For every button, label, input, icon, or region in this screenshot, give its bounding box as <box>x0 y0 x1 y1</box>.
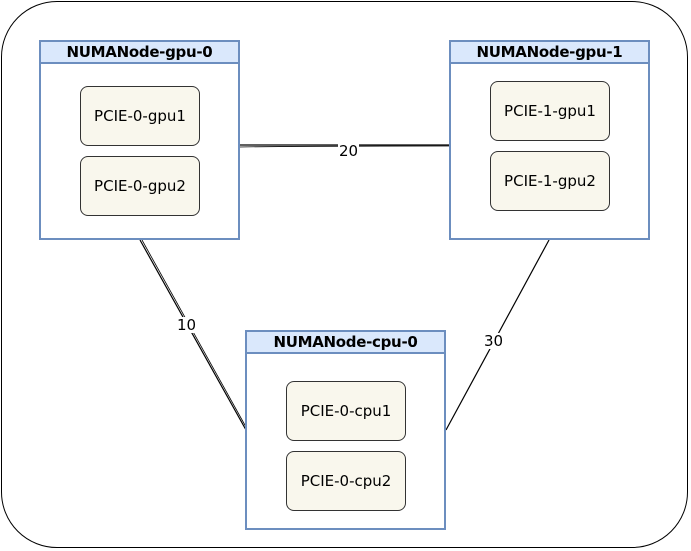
edge-label-gpu0-gpu1: 20 <box>338 142 360 160</box>
numa-node-gpu-1[interactable]: NUMANode-gpu-1 PCIE-1-gpu1 PCIE-1-gpu2 <box>449 40 650 240</box>
node-title: NUMANode-gpu-0 <box>41 42 238 64</box>
pcie-device[interactable]: PCIE-0-cpu1 <box>286 381 406 441</box>
edge-gpu0-cpu0-sketch <box>141 239 247 428</box>
edge-gpu0-cpu0 <box>139 239 247 431</box>
numa-node-gpu-0[interactable]: NUMANode-gpu-0 PCIE-0-gpu1 PCIE-0-gpu2 <box>39 40 240 240</box>
pcie-device[interactable]: PCIE-0-cpu2 <box>286 451 406 511</box>
pcie-device[interactable]: PCIE-1-gpu2 <box>490 151 610 211</box>
edge-label-gpu1-cpu0: 30 <box>483 332 505 350</box>
node-title: NUMANode-cpu-0 <box>247 332 444 354</box>
edge-label-gpu0-cpu0: 10 <box>176 316 198 334</box>
pcie-device[interactable]: PCIE-0-gpu2 <box>80 156 200 216</box>
numa-node-cpu-0[interactable]: NUMANode-cpu-0 PCIE-0-cpu1 PCIE-0-cpu2 <box>245 330 446 530</box>
pcie-device[interactable]: PCIE-1-gpu1 <box>490 81 610 141</box>
node-title: NUMANode-gpu-1 <box>451 42 648 64</box>
pcie-device[interactable]: PCIE-0-gpu1 <box>80 86 200 146</box>
